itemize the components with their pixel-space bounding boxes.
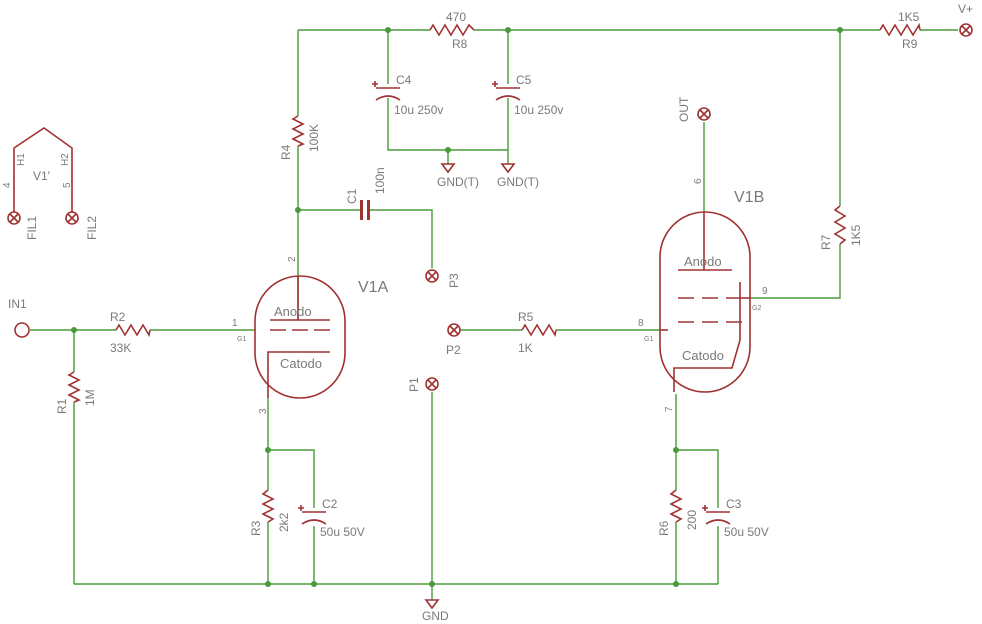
r3-name: R3 — [249, 520, 263, 536]
p1-label: P1 — [407, 377, 421, 392]
p2-label: P2 — [446, 343, 461, 357]
connector-out[interactable]: OUT — [677, 96, 711, 122]
r3-value: 2k2 — [277, 512, 291, 532]
c4-name: C4 — [396, 73, 412, 87]
v1b-name: V1B — [734, 189, 764, 206]
tube-heater-v1prime: H1 H2 V1' 4 5 — [2, 127, 73, 212]
junctions — [71, 27, 843, 587]
r4-value: 100K — [307, 124, 321, 152]
r2-value: 33K — [110, 341, 131, 355]
resistor-r9[interactable]: 1K5 R9 — [879, 10, 921, 51]
r5-value: 1K — [518, 341, 533, 355]
c5-name: C5 — [516, 73, 532, 87]
r8-name: R8 — [452, 37, 468, 51]
in1-label: IN1 — [8, 297, 27, 311]
ground-gnd-t1: GND(T) — [437, 163, 479, 189]
r4-name: R4 — [279, 144, 293, 160]
out-label: OUT — [677, 96, 691, 122]
v1a-grid-pin: 1 — [232, 318, 238, 329]
c3-name: C3 — [726, 497, 742, 511]
r9-value: 1K5 — [898, 10, 920, 24]
v1b-cathode-pin: 7 — [664, 406, 675, 412]
resistor-r4[interactable]: R4 100K — [279, 115, 321, 160]
fil1-label: FIL1 — [25, 216, 39, 240]
heater-name: V1' — [33, 169, 50, 183]
connector-fil2[interactable]: FIL2 — [65, 211, 99, 240]
fil2-label: FIL2 — [85, 216, 99, 240]
c2-value: 50u 50V — [320, 525, 365, 539]
connector-p2[interactable]: P2 — [446, 323, 461, 357]
capacitor-c5[interactable]: C5 10u 250v — [492, 73, 563, 117]
resistor-r6[interactable]: R6 200 — [657, 489, 699, 536]
r8-value: 470 — [446, 10, 466, 24]
heater-h1: H1 — [16, 153, 27, 166]
v1b-cathode-label: Catodo — [682, 348, 724, 363]
v1b-grid-label: G1 — [644, 336, 653, 343]
gnd-t2-label: GND(T) — [497, 175, 539, 189]
v1a-name: V1A — [358, 279, 389, 296]
heater-pin5: 5 — [62, 182, 73, 188]
connector-vplus[interactable]: V+ — [958, 2, 973, 37]
v1b-g2-label: G2 — [752, 305, 761, 312]
v1b-anode-pin: 6 — [693, 178, 704, 184]
vplus-label: V+ — [958, 2, 973, 16]
connector-p1[interactable]: P1 — [407, 377, 439, 392]
c1-value: 100n — [373, 167, 387, 194]
c3-value: 50u 50V — [724, 525, 769, 539]
c5-value: 10u 250v — [514, 103, 563, 117]
c4-value: 10u 250v — [394, 103, 443, 117]
heater-h2: H2 — [60, 153, 71, 166]
tube-v1a[interactable]: Anodo Catodo V1A 1 G1 2 3 — [232, 256, 389, 414]
connector-in1[interactable]: IN1 — [8, 297, 30, 338]
resistor-r1[interactable]: R1 1M — [55, 371, 97, 414]
ground-gnd-t2: GND(T) — [497, 163, 539, 189]
r1-value: 1M — [83, 389, 97, 406]
capacitor-c4[interactable]: C4 10u 250v — [372, 73, 443, 117]
c1-name: C1 — [345, 188, 359, 204]
heater-pin4: 4 — [2, 182, 13, 188]
resistor-r8[interactable]: 470 R8 — [429, 10, 475, 51]
v1b-anode-label: Anodo — [684, 254, 722, 269]
resistor-r5[interactable]: R5 1K — [518, 310, 557, 355]
v1a-grid-label: G1 — [237, 336, 246, 343]
r6-value: 200 — [685, 510, 699, 530]
r5-name: R5 — [518, 310, 534, 324]
v1b-grid-pin: 8 — [638, 318, 644, 329]
r9-name: R9 — [902, 37, 918, 51]
r1-name: R1 — [55, 398, 69, 414]
tube-v1b[interactable]: Anodo Catodo V1B 8 G1 9 G2 6 7 — [638, 178, 768, 412]
v1a-anode-label: Anodo — [274, 304, 312, 319]
gnd-t1-label: GND(T) — [437, 175, 479, 189]
v1a-anode-pin: 2 — [287, 256, 298, 262]
gnd-label: GND — [422, 609, 449, 623]
resistor-r7[interactable]: R7 1K5 — [819, 205, 863, 250]
capacitor-c2[interactable]: C2 50u 50V — [298, 497, 365, 539]
connector-fil1[interactable]: FIL1 — [7, 211, 39, 240]
wires — [30, 29, 958, 600]
capacitor-c1[interactable]: C1 100n — [345, 167, 387, 220]
v1b-g2-pin: 9 — [762, 286, 768, 297]
r7-name: R7 — [819, 234, 833, 250]
r7-value: 1K5 — [849, 224, 863, 246]
r2-name: R2 — [110, 310, 126, 324]
p3-label: P3 — [447, 273, 461, 288]
v1a-cathode-pin: 3 — [258, 408, 269, 414]
r6-name: R6 — [657, 520, 671, 536]
capacitor-c3[interactable]: C3 50u 50V — [702, 497, 769, 539]
ground-gnd: GND — [422, 599, 449, 623]
resistor-r3[interactable]: R3 2k2 — [249, 489, 291, 536]
v1a-cathode-label: Catodo — [280, 356, 322, 371]
c2-name: C2 — [322, 497, 338, 511]
connector-p3[interactable]: P3 — [425, 269, 461, 288]
resistor-r2[interactable]: R2 33K — [110, 310, 151, 355]
